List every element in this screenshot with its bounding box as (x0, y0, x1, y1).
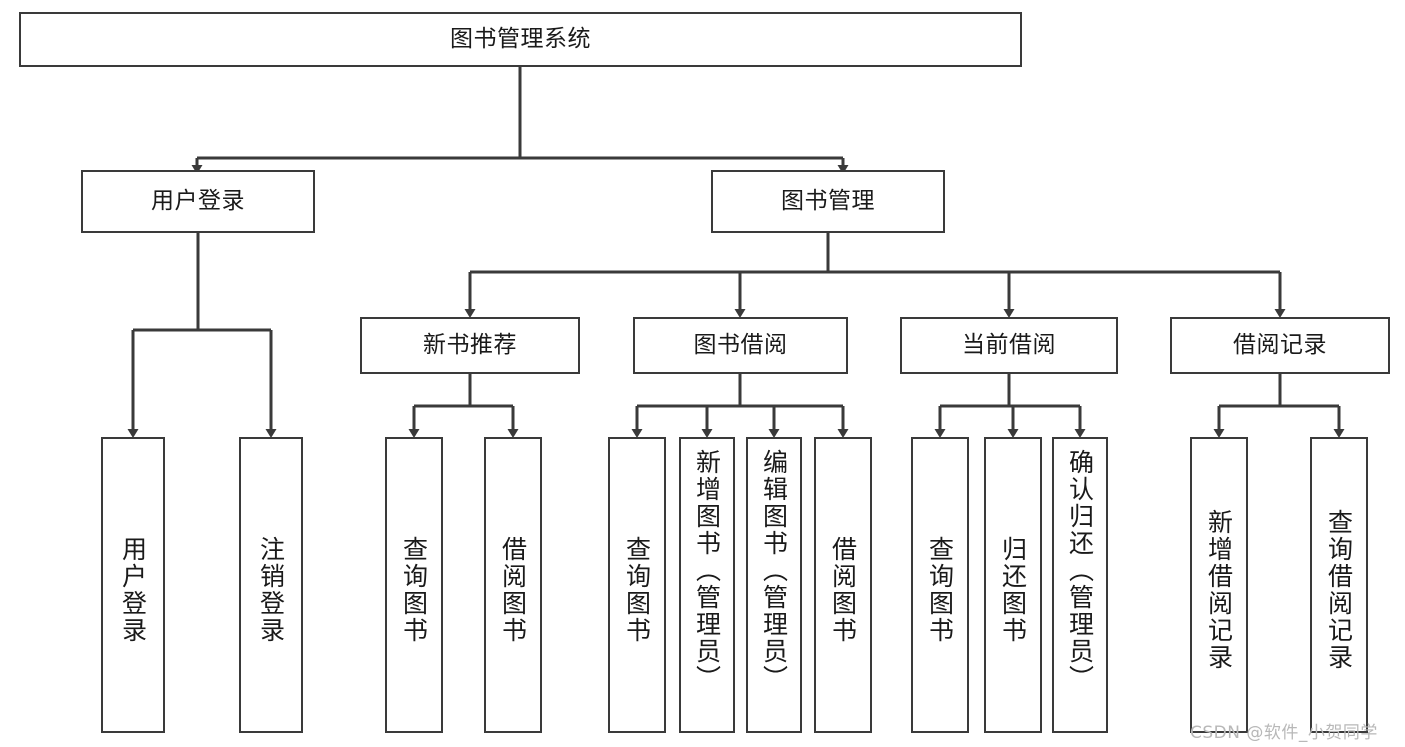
node-leaf-query-book-bw[interactable]: 查询图书 (608, 437, 666, 733)
node-label: 查询借阅记录 (1324, 509, 1354, 671)
node-leaf-query-borrow-record[interactable]: 查询借阅记录 (1310, 437, 1368, 733)
node-borrow-record[interactable]: 借阅记录 (1170, 317, 1390, 374)
node-label: 确认归还（管理员） (1065, 449, 1095, 692)
node-current-borrow[interactable]: 当前借阅 (900, 317, 1118, 374)
node-leaf-confirm-return-admin[interactable]: 确认归还（管理员） (1052, 437, 1108, 733)
node-leaf-borrow-book-bw[interactable]: 借阅图书 (814, 437, 872, 733)
node-leaf-query-book-nb[interactable]: 查询图书 (385, 437, 443, 733)
node-leaf-add-book-admin[interactable]: 新增图书（管理员） (679, 437, 735, 733)
node-leaf-logout[interactable]: 注销登录 (239, 437, 303, 733)
node-leaf-user-login[interactable]: 用户登录 (101, 437, 165, 733)
node-label: 用户登录 (118, 536, 148, 644)
node-label: 当前借阅 (962, 331, 1056, 358)
node-label: 注销登录 (256, 536, 286, 644)
node-leaf-edit-book-admin[interactable]: 编辑图书（管理员） (746, 437, 802, 733)
node-label: 新增图书（管理员） (692, 449, 722, 692)
node-book-borrow[interactable]: 图书借阅 (633, 317, 848, 374)
node-new-book-recommend[interactable]: 新书推荐 (360, 317, 580, 374)
node-label: 查询图书 (622, 536, 652, 644)
node-label: 新书推荐 (423, 331, 517, 358)
node-label: 编辑图书（管理员） (759, 449, 789, 692)
node-label: 查询图书 (399, 536, 429, 644)
node-user-login[interactable]: 用户登录 (81, 170, 315, 233)
node-label: 新增借阅记录 (1204, 509, 1234, 671)
node-label: 借阅图书 (828, 536, 858, 644)
node-leaf-borrow-book-nb[interactable]: 借阅图书 (484, 437, 542, 733)
node-leaf-query-book-cb[interactable]: 查询图书 (911, 437, 969, 733)
node-leaf-add-borrow-record[interactable]: 新增借阅记录 (1190, 437, 1248, 733)
node-label: 图书管理系统 (450, 25, 591, 52)
node-label: 借阅图书 (498, 536, 528, 644)
node-label: 借阅记录 (1233, 331, 1327, 358)
node-book-management[interactable]: 图书管理 (711, 170, 945, 233)
node-leaf-return-book[interactable]: 归还图书 (984, 437, 1042, 733)
node-label: 图书借阅 (693, 331, 788, 358)
node-root-book-management-system[interactable]: 图书管理系统 (19, 12, 1022, 67)
node-label: 用户登录 (151, 187, 245, 214)
node-label: 查询图书 (925, 536, 955, 644)
node-label: 归还图书 (998, 536, 1028, 644)
node-label: 图书管理 (781, 187, 875, 214)
